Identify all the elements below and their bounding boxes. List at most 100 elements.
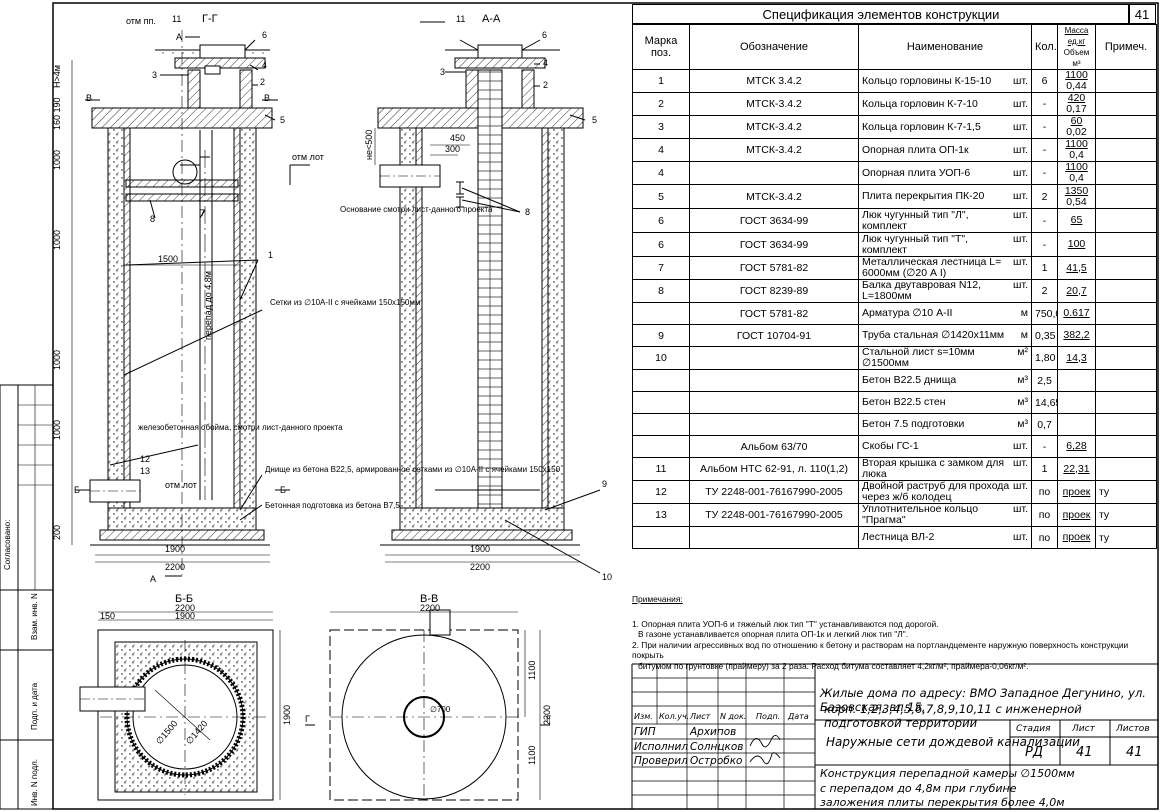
row-mark: 3	[632, 115, 690, 139]
setki-label: Сетки из ∅10А-II с ячейками 150х150мм	[270, 298, 420, 307]
row-name-text: Двойной раструб для прохода через ж/б ко…	[862, 480, 1010, 503]
header-note: Примеч.	[1095, 24, 1157, 70]
row-name-text: Кольца горловин К-7-1,5	[862, 120, 981, 133]
dim-1900-bb-v: 1900	[282, 705, 292, 725]
row-volume-value: 0,02	[1066, 126, 1087, 138]
row-unit: шт.	[1013, 97, 1028, 110]
row-designation: МТСК-3.4.2	[689, 115, 859, 139]
row-qty: -	[1031, 208, 1058, 233]
row-mass: 22,31	[1057, 457, 1096, 481]
dim-1000-b: 1000	[52, 230, 62, 250]
section-bb-drawing	[79, 611, 281, 801]
mark-6-right: 6	[542, 30, 547, 40]
spec-table: Марка поз. Обозначение Наименование Кол.…	[632, 24, 1157, 549]
row-unit: м³	[1017, 418, 1028, 430]
row-name: шт.Люк чугунный тип "Л", комплект	[858, 208, 1032, 233]
row-unit: шт.	[1013, 531, 1028, 543]
row-name: шт.Кольца горловин К-7-10	[858, 92, 1032, 116]
row-designation: ГОСТ 10704-91	[689, 324, 859, 347]
row-designation: ТУ 2248-001-76167990-2005	[689, 480, 859, 504]
col-izm: Изм.	[634, 712, 653, 721]
mark-6-left: 6	[262, 30, 267, 40]
cut-g-left: Г	[305, 714, 310, 724]
sheet-value: 41	[1076, 745, 1093, 760]
row-mark: 6	[632, 232, 690, 257]
row-mass-value: 1100	[1065, 69, 1088, 81]
row-note	[1095, 138, 1157, 162]
project-line-1: Жилые дома по адресу: ВМО Западное Дегун…	[820, 686, 1146, 714]
row-mass-value: 1350	[1064, 184, 1089, 197]
row-designation: ТУ 2248-001-76167990-2005	[689, 503, 859, 527]
row-unit: м²	[1017, 346, 1028, 358]
cut-b-right: Б	[280, 485, 286, 495]
row-qty: 0,35	[1031, 324, 1058, 347]
row-designation	[689, 161, 859, 185]
row-unit: шт.	[1013, 440, 1028, 452]
row-mark: 2	[632, 92, 690, 116]
row-note: ту	[1095, 503, 1157, 527]
mark-11-left: 11	[172, 14, 181, 24]
mark-1-left: 1	[268, 250, 273, 260]
row-note	[1095, 92, 1157, 116]
dim-2200-left: 2200	[165, 562, 185, 572]
row-mass: 14,3	[1057, 346, 1096, 370]
row-unit: шт.	[1013, 457, 1028, 469]
row-mark: 5	[632, 184, 690, 209]
row-mark: 9	[632, 324, 690, 347]
row-unit: шт.	[1013, 166, 1028, 179]
mark-2-left: 2	[260, 77, 265, 87]
header-qty: Кол.	[1031, 24, 1058, 70]
role-checker: Проверил	[634, 755, 688, 767]
note-line: 2. При наличии агрессивных вод по отноше…	[632, 639, 1129, 661]
dim-h500: не<500	[364, 130, 374, 160]
row-mass-value: 0.617	[1063, 307, 1090, 319]
row-qty: 6	[1031, 69, 1058, 93]
row-mass: 382,2	[1057, 324, 1096, 347]
row-mass-value: 420	[1067, 92, 1086, 104]
row-mass	[1057, 413, 1096, 436]
notes: Примечания: 1. Опорная плита УОП-6 и тяж…	[632, 594, 1152, 671]
row-unit: м³	[1017, 396, 1028, 408]
spec-header-row: Марка поз. Обозначение Наименование Кол.…	[632, 24, 1157, 70]
dim-1500-left: 1500	[158, 254, 178, 264]
row-note	[1095, 161, 1157, 185]
row-mark: 12	[632, 480, 690, 504]
sheets-value: 41	[1126, 745, 1143, 760]
section-aa-drawing	[374, 21, 601, 574]
row-designation	[689, 391, 859, 414]
row-mark	[632, 526, 690, 549]
row-name: шт.Кольца горловин К-7-1,5	[858, 115, 1032, 139]
row-name-text: Кольцо горловины К-15-10	[862, 74, 992, 87]
row-qty: 2,5	[1031, 369, 1058, 392]
row-unit: шт.	[1013, 256, 1028, 268]
row-mass-value: 6,28	[1066, 440, 1087, 452]
row-designation: ГОСТ 5781-82	[689, 256, 859, 280]
row-mark: 8	[632, 279, 690, 303]
dim-1100-b: 1100	[527, 746, 537, 765]
row-mass: 65	[1057, 208, 1096, 233]
row-unit: м	[1020, 307, 1028, 319]
dim-1000-a: 1000	[52, 150, 62, 170]
row-name: шт.Вторая крышка с замком для люка	[858, 457, 1032, 481]
row-note	[1095, 457, 1157, 481]
row-name: шт.Люк чугунный тип "Т", комплект	[858, 232, 1032, 257]
dim-1900-left: 1900	[165, 544, 185, 554]
row-qty: 1,80	[1031, 346, 1058, 370]
row-volume-value: 0,54	[1066, 195, 1087, 208]
role-executor: Исполнил	[634, 741, 689, 753]
row-qty: -	[1031, 161, 1058, 185]
row-mark	[632, 435, 690, 458]
row-mass: проек	[1057, 480, 1096, 504]
row-designation	[689, 369, 859, 392]
